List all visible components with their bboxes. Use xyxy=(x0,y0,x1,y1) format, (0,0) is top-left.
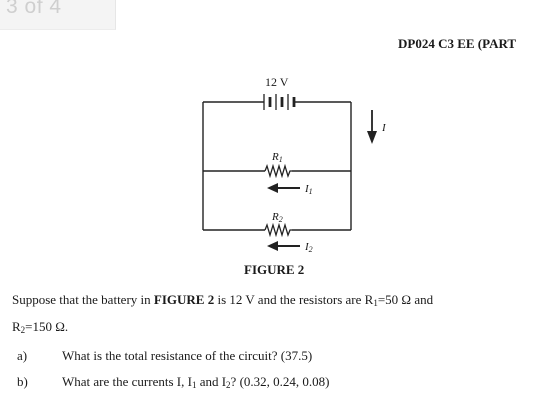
problem-line-2: R2=150 Ω. xyxy=(12,319,69,335)
page-indicator-text: 3 of 4 xyxy=(6,0,62,18)
header-course-code: DP024 C3 EE (PART xyxy=(398,36,517,51)
question-b-label: b) xyxy=(17,374,28,389)
current-i1-label: I1 xyxy=(304,183,313,196)
question-b-text: What are the currents I, I1 and I2? (0.3… xyxy=(62,374,330,390)
question-a-text: What is the total resistance of the circ… xyxy=(62,348,313,363)
problem-line-1: Suppose that the battery in FIGURE 2 is … xyxy=(12,292,434,308)
r2-label: R2 xyxy=(271,211,283,224)
question-a-label: a) xyxy=(17,348,28,363)
figure-caption: FIGURE 2 xyxy=(244,262,305,277)
current-i2-arrow xyxy=(267,241,300,251)
current-i1-arrow xyxy=(267,183,300,193)
page-indicator: 3 of 4 xyxy=(0,0,116,30)
resistor-r2 xyxy=(264,222,292,238)
battery-label: 12 V xyxy=(265,75,289,89)
r1-label: R1 xyxy=(271,151,283,164)
battery-symbol xyxy=(263,94,296,110)
resistor-r1 xyxy=(264,163,292,179)
current-i-label: I xyxy=(381,122,387,134)
current-i-arrow xyxy=(367,110,377,144)
current-i2-label: I2 xyxy=(304,241,313,254)
